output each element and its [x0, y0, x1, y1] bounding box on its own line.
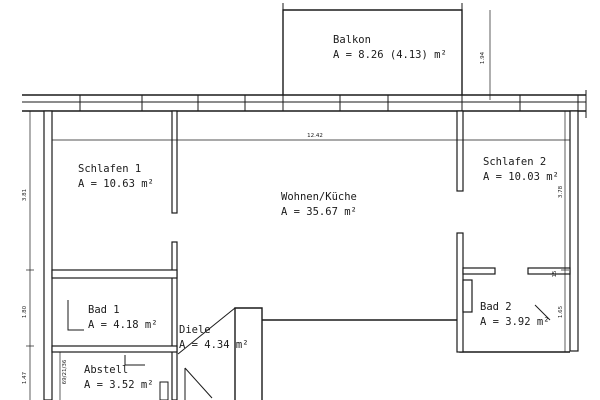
dim-left-upper: 3.81 — [22, 189, 28, 201]
room-area-schlafen-2: A = 10.03 m² — [483, 171, 559, 183]
room-name-wohnen-kueche: Wohnen/Küche — [281, 191, 357, 203]
dimension-lines — [26, 10, 571, 400]
dim-balcony-depth: 1.94 — [480, 51, 486, 64]
dim-right-upper: 3.78 — [558, 185, 564, 198]
dim-total-width: 12.42 — [307, 133, 323, 139]
room-labels: Balkon A = 8.26 (4.13) m² Schlafen 1 A =… — [78, 34, 559, 391]
dimension-labels: 1.94 12.42 3.81 1.80 1.47 3.78 1.65 15 6… — [22, 51, 564, 384]
room-name-balkon: Balkon — [333, 34, 371, 46]
room-area-diele: A = 4.34 m² — [179, 339, 249, 351]
dim-left-middle: 1.80 — [22, 305, 28, 318]
room-name-diele: Diele — [179, 324, 211, 336]
room-area-balkon: A = 8.26 (4.13) m² — [333, 49, 447, 61]
room-area-abstell: A = 3.52 m² — [84, 379, 154, 391]
dim-abstell-width: 69/21/36 — [62, 359, 68, 384]
room-area-wohnen-kueche: A = 35.67 m² — [281, 206, 357, 218]
room-area-schlafen-1: A = 10.63 m² — [78, 178, 154, 190]
balcony-walls — [282, 3, 463, 95]
room-name-bad-2: Bad 2 — [480, 301, 512, 313]
room-name-bad-1: Bad 1 — [88, 304, 120, 316]
door-details — [67, 300, 551, 400]
room-area-bad-2: A = 3.92 m² — [480, 316, 550, 328]
dim-right-small: 15 — [552, 270, 558, 277]
room-area-bad-1: A = 4.18 m² — [88, 319, 158, 331]
top-facade-wall — [22, 90, 587, 118]
dim-left-lower: 1.47 — [22, 371, 28, 384]
interior-walls — [51, 110, 571, 400]
room-name-schlafen-1: Schlafen 1 — [78, 163, 141, 175]
room-name-abstell: Abstell — [84, 364, 128, 376]
dim-right-lower: 1.65 — [558, 305, 564, 318]
outer-walls — [43, 110, 579, 400]
room-name-schlafen-2: Schlafen 2 — [483, 156, 546, 168]
